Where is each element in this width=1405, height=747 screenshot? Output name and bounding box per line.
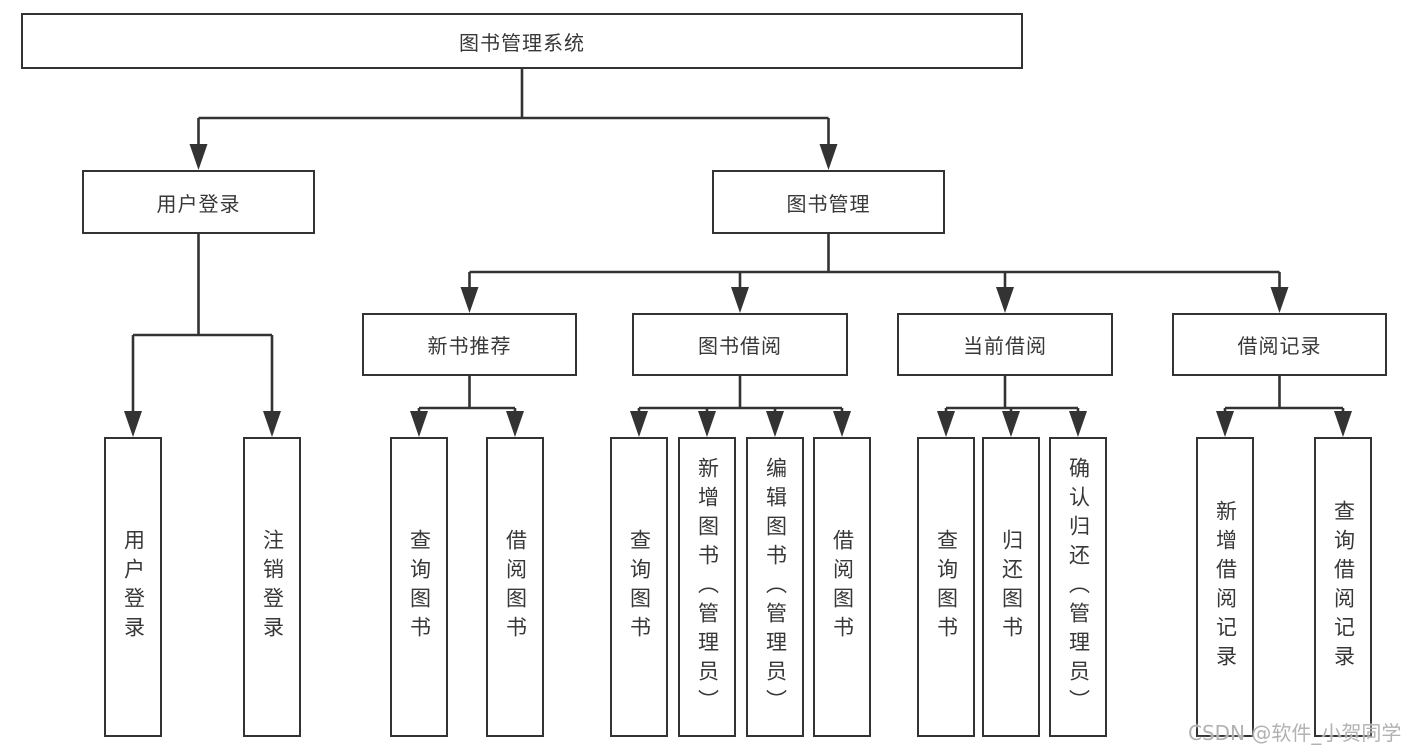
leaf-logout-label: 注销登录 — [260, 529, 285, 645]
leaf-borrowing-query-book-label: 查询图书 — [627, 529, 652, 645]
leaf-record-add-record-label: 新增借阅记录 — [1213, 500, 1238, 674]
connector-login-to-children — [131, 234, 274, 413]
connector-record-to-children — [1223, 376, 1345, 414]
csdn-watermark: CSDN @软件_小贺同学 — [1188, 721, 1402, 745]
node-borrowing-records-label: 借阅记录 — [1237, 334, 1322, 358]
leaf-current-confirm-return-admin-label: 确认归还（管理员） — [1066, 456, 1091, 718]
leaf-newbook-borrow-book-label: 借阅图书 — [503, 529, 528, 645]
leaf-borrowing-query-book: 查询图书 — [610, 437, 668, 737]
node-borrowing-records: 借阅记录 — [1172, 313, 1387, 376]
leaf-record-query-record-label: 查询借阅记录 — [1331, 500, 1356, 674]
node-current-borrowing-label: 当前借阅 — [963, 334, 1047, 358]
leaf-borrowing-edit-book-admin: 编辑图书（管理员） — [746, 437, 804, 737]
node-new-book-recommend: 新书推荐 — [362, 313, 577, 376]
leaf-newbook-query-book: 查询图书 — [390, 437, 448, 737]
leaf-current-confirm-return-admin: 确认归还（管理员） — [1049, 437, 1107, 737]
connector-mgmt-to-level3 — [468, 234, 1281, 290]
node-book-borrowing-label: 图书借阅 — [698, 334, 782, 358]
node-root-system: 图书管理系统 — [21, 13, 1023, 69]
node-new-book-recommend-label: 新书推荐 — [427, 334, 512, 358]
leaf-borrowing-borrow-book-label: 借阅图书 — [830, 529, 855, 645]
node-book-management: 图书管理 — [712, 170, 945, 234]
leaf-record-query-record: 查询借阅记录 — [1314, 437, 1372, 737]
connector-newbook-to-children — [417, 376, 517, 414]
node-book-borrowing: 图书借阅 — [632, 313, 848, 376]
node-book-management-label: 图书管理 — [786, 191, 871, 216]
connector-current-to-children — [944, 376, 1080, 414]
leaf-borrowing-add-book-admin-label: 新增图书（管理员） — [695, 456, 720, 718]
arrowhead-icons — [124, 144, 1352, 437]
leaf-user-login: 用户登录 — [104, 437, 162, 737]
leaf-borrowing-add-book-admin: 新增图书（管理员） — [678, 437, 736, 737]
leaf-borrowing-edit-book-admin-label: 编辑图书（管理员） — [763, 456, 788, 718]
leaf-borrowing-borrow-book: 借阅图书 — [813, 437, 871, 737]
leaf-record-add-record: 新增借阅记录 — [1196, 437, 1254, 737]
leaf-logout: 注销登录 — [243, 437, 301, 737]
leaf-current-return-book-label: 归还图书 — [999, 529, 1024, 645]
node-user-login-label: 用户登录 — [156, 191, 241, 216]
leaf-current-query-book-label: 查询图书 — [934, 529, 959, 645]
connector-bookborrow-to-children — [637, 376, 844, 414]
node-user-login: 用户登录 — [82, 170, 315, 234]
leaf-user-login-label: 用户登录 — [121, 529, 146, 645]
leaf-newbook-borrow-book: 借阅图书 — [486, 437, 544, 737]
leaf-current-return-book: 归还图书 — [982, 437, 1040, 737]
leaf-newbook-query-book-label: 查询图书 — [407, 529, 432, 645]
connector-root-to-level2 — [197, 68, 830, 146]
leaf-current-query-book: 查询图书 — [917, 437, 975, 737]
node-root-system-label: 图书管理系统 — [459, 30, 585, 55]
node-current-borrowing: 当前借阅 — [897, 313, 1113, 376]
